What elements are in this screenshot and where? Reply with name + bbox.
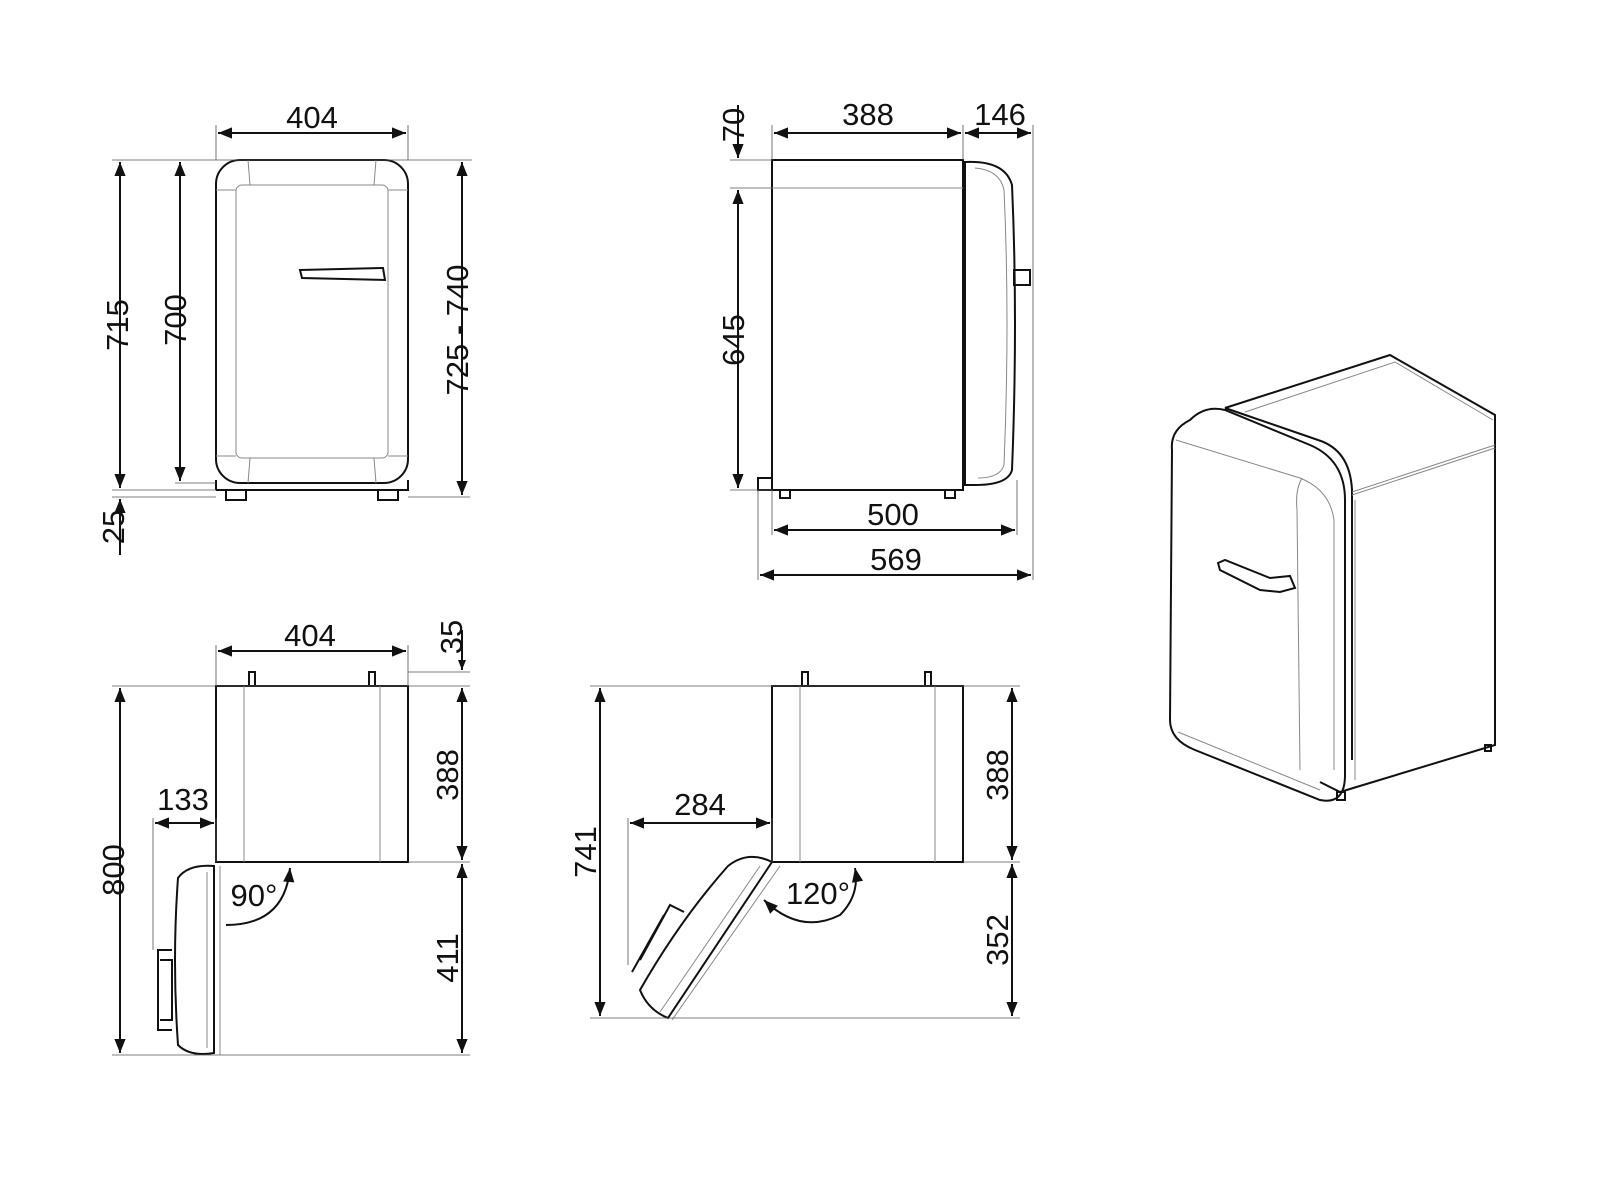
dim-front-feet: 25 — [96, 510, 131, 544]
fridge-3d-door — [1168, 407, 1346, 802]
dim-plan90-offset: 133 — [157, 782, 209, 817]
dim-side-body-depth: 388 — [842, 97, 894, 132]
dim-front-door-height: 700 — [158, 294, 193, 346]
door-side — [964, 160, 1016, 486]
dim-plan90-depth: 388 — [430, 749, 465, 801]
door-open-90 — [174, 864, 215, 1055]
angle-90-label: 90° — [231, 878, 278, 913]
fridge-3d-handle — [1216, 558, 1297, 594]
plan-view-120: 388 352 741 284 120° — [568, 671, 1020, 1021]
fridge-plan-body-120 — [771, 685, 964, 863]
fridge-plan-body — [215, 685, 409, 863]
fridge-front-body — [215, 159, 409, 484]
dim-front-total-height: 725 - 740 — [440, 265, 475, 396]
door-handle-side — [1013, 269, 1031, 286]
dim-plan90-total: 800 — [96, 844, 131, 896]
fridge-3d-body — [1224, 353, 1496, 794]
dim-side-door-depth: 146 — [974, 97, 1026, 132]
side-view: 70 645 388 146 500 569 — [716, 97, 1034, 581]
dim-plan90-width: 404 — [284, 618, 336, 653]
dim-front-body-height: 715 — [100, 299, 135, 351]
door-handle-plan-120 — [631, 903, 685, 973]
dim-plan120-offset: 284 — [674, 787, 726, 822]
dim-plan120-door-swing: 352 — [980, 914, 1015, 966]
fridge-side-body — [771, 159, 964, 491]
dim-side-depth-total: 569 — [870, 542, 922, 577]
dim-front-width: 404 — [286, 100, 338, 135]
dim-plan120-total: 741 — [568, 826, 603, 878]
front-view: 404 715 700 725 - 740 25 — [96, 100, 475, 555]
dim-plan90-door-swing: 411 — [430, 933, 465, 982]
door-handle-plan — [157, 949, 173, 1031]
door-panel — [235, 184, 389, 459]
dim-side-top-band: 70 — [716, 108, 751, 142]
door-open-120 — [638, 855, 774, 1020]
dim-plan120-depth: 388 — [980, 749, 1015, 801]
plan-view-90: 404 35 388 411 800 133 90° — [96, 618, 470, 1056]
dim-plan90-stub: 35 — [434, 620, 469, 654]
fridge-feet — [225, 489, 399, 501]
door-handle — [298, 266, 387, 282]
angle-120-label: 120° — [786, 876, 850, 911]
perspective-view — [1168, 353, 1496, 802]
dim-side-depth-closed: 500 — [867, 497, 919, 532]
dim-side-body-height: 645 — [716, 314, 751, 366]
